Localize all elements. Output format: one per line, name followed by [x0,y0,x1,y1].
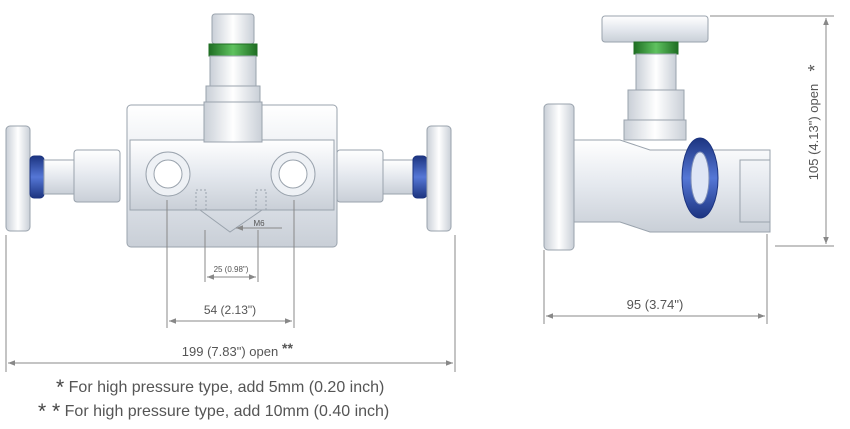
footnote-2-mark: * * [38,400,61,423]
side-dimensions [543,15,834,324]
dim-port-label: 25 (0.98") [214,265,249,274]
footnote-2: * * For high pressure type, add 10mm (0.… [0,400,518,424]
thread-label: M6 [253,219,265,228]
dim-depth-label: 95 (3.74") [627,297,684,312]
green-seal [208,43,258,57]
dim-center-label: 54 (2.13") [204,303,256,317]
right-blue-seal [412,155,428,199]
footnote-1: * For high pressure type, add 5mm (0.20 … [0,376,536,400]
dim-height-mark: * [805,64,825,71]
stem-handle [211,13,255,45]
side-flange [543,103,575,251]
left-blue-seal [29,155,45,199]
side-handle [601,15,709,43]
side-green-seal [633,41,679,55]
dim-height-label: 105 (4.13") open [806,84,821,180]
front-dimensions [5,200,456,372]
right-flange [426,125,452,232]
front-view [5,13,452,248]
dim-overall-mark: ** [282,340,293,356]
side-view [543,15,771,251]
footnote-1-text: For high pressure type, add 5mm (0.20 in… [68,379,385,396]
dim-overall-label: 199 (7.83") open [182,344,278,359]
footnote-1-mark: * [56,376,65,399]
footnote-2-text: For high pressure type, add 10mm (0.40 i… [64,403,390,420]
left-flange [5,125,31,232]
